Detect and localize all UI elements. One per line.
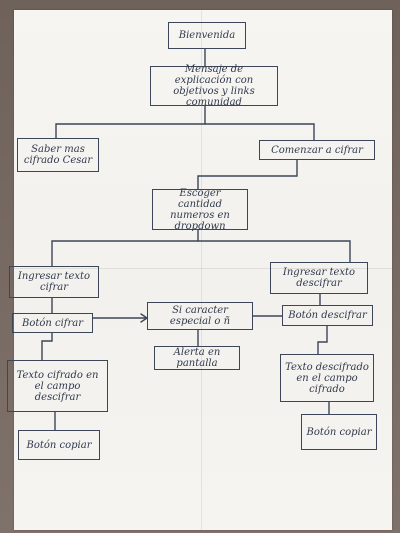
node-ingresar-texto-cifrar: Ingresar texto cifrar bbox=[9, 266, 99, 298]
fold-crease-vertical bbox=[201, 10, 202, 530]
node-ingresar-texto-descifrar: Ingresar texto descifrar bbox=[270, 262, 368, 294]
node-comenzar-cifrar: Comenzar a cifrar bbox=[259, 140, 375, 160]
node-caracter-especial: Si caracter especial o ñ bbox=[147, 302, 253, 330]
node-mensaje-explicacion: Mensaje de explicación con objetivos y l… bbox=[150, 64, 278, 108]
node-boton-copiar-left: Botón copiar bbox=[18, 430, 100, 460]
node-boton-cifrar: Botón cifrar bbox=[12, 313, 93, 333]
node-saber-mas: Saber mas cifrado Cesar bbox=[17, 138, 99, 172]
fold-crease-horizontal bbox=[14, 268, 392, 269]
node-escoger-cantidad: Escoger cantidad numeros en dropdown bbox=[152, 188, 248, 232]
node-bienvenida: Bienvenida bbox=[168, 22, 246, 49]
node-texto-cifrado: Texto cifrado en el campo descifrar bbox=[7, 360, 108, 412]
node-alerta-pantalla: Alerta en pantalla bbox=[154, 346, 240, 370]
paper-sheet bbox=[14, 10, 392, 530]
node-boton-descifrar: Botón descifrar bbox=[282, 305, 373, 326]
node-boton-copiar-right: Botón copiar bbox=[301, 414, 377, 450]
node-texto-descifrado: Texto descifrado en el campo cifrado bbox=[280, 354, 374, 402]
